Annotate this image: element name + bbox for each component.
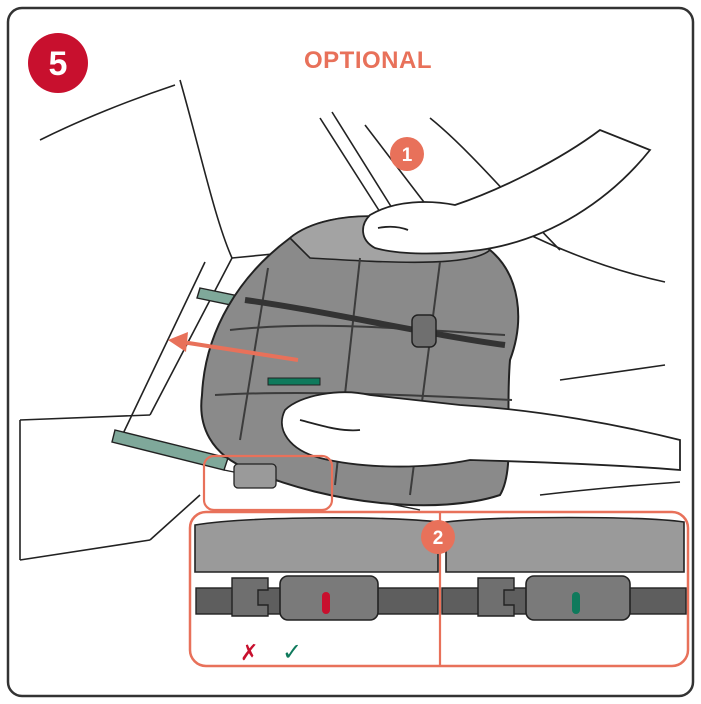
indicator-red <box>322 592 330 614</box>
step-number: 5 <box>49 45 68 83</box>
callout-1-label: 1 <box>402 145 413 166</box>
callout-1: 1 <box>390 137 424 171</box>
callout-2: 2 <box>421 520 455 554</box>
right-mark: ✓ <box>282 638 302 666</box>
detail-wrong: ✗ ✓ <box>194 517 439 666</box>
seat-belt <box>244 297 506 348</box>
wrong-mark: ✗ <box>240 641 258 666</box>
belt-guide <box>411 314 437 348</box>
upper-hand <box>362 128 652 255</box>
connector-strip <box>267 377 321 386</box>
pull-direction-arrow <box>168 332 299 362</box>
lower-hand <box>281 391 681 471</box>
indicator-green <box>572 592 580 614</box>
detail-correct <box>441 516 687 621</box>
hands <box>281 128 681 471</box>
zoom-source-box <box>202 454 334 512</box>
step-badge: 5 <box>28 33 88 93</box>
callout-2-label: 2 <box>433 528 444 549</box>
detail-inset: ✗ ✓ 2 <box>188 510 690 668</box>
heading-optional: OPTIONAL <box>304 47 432 74</box>
